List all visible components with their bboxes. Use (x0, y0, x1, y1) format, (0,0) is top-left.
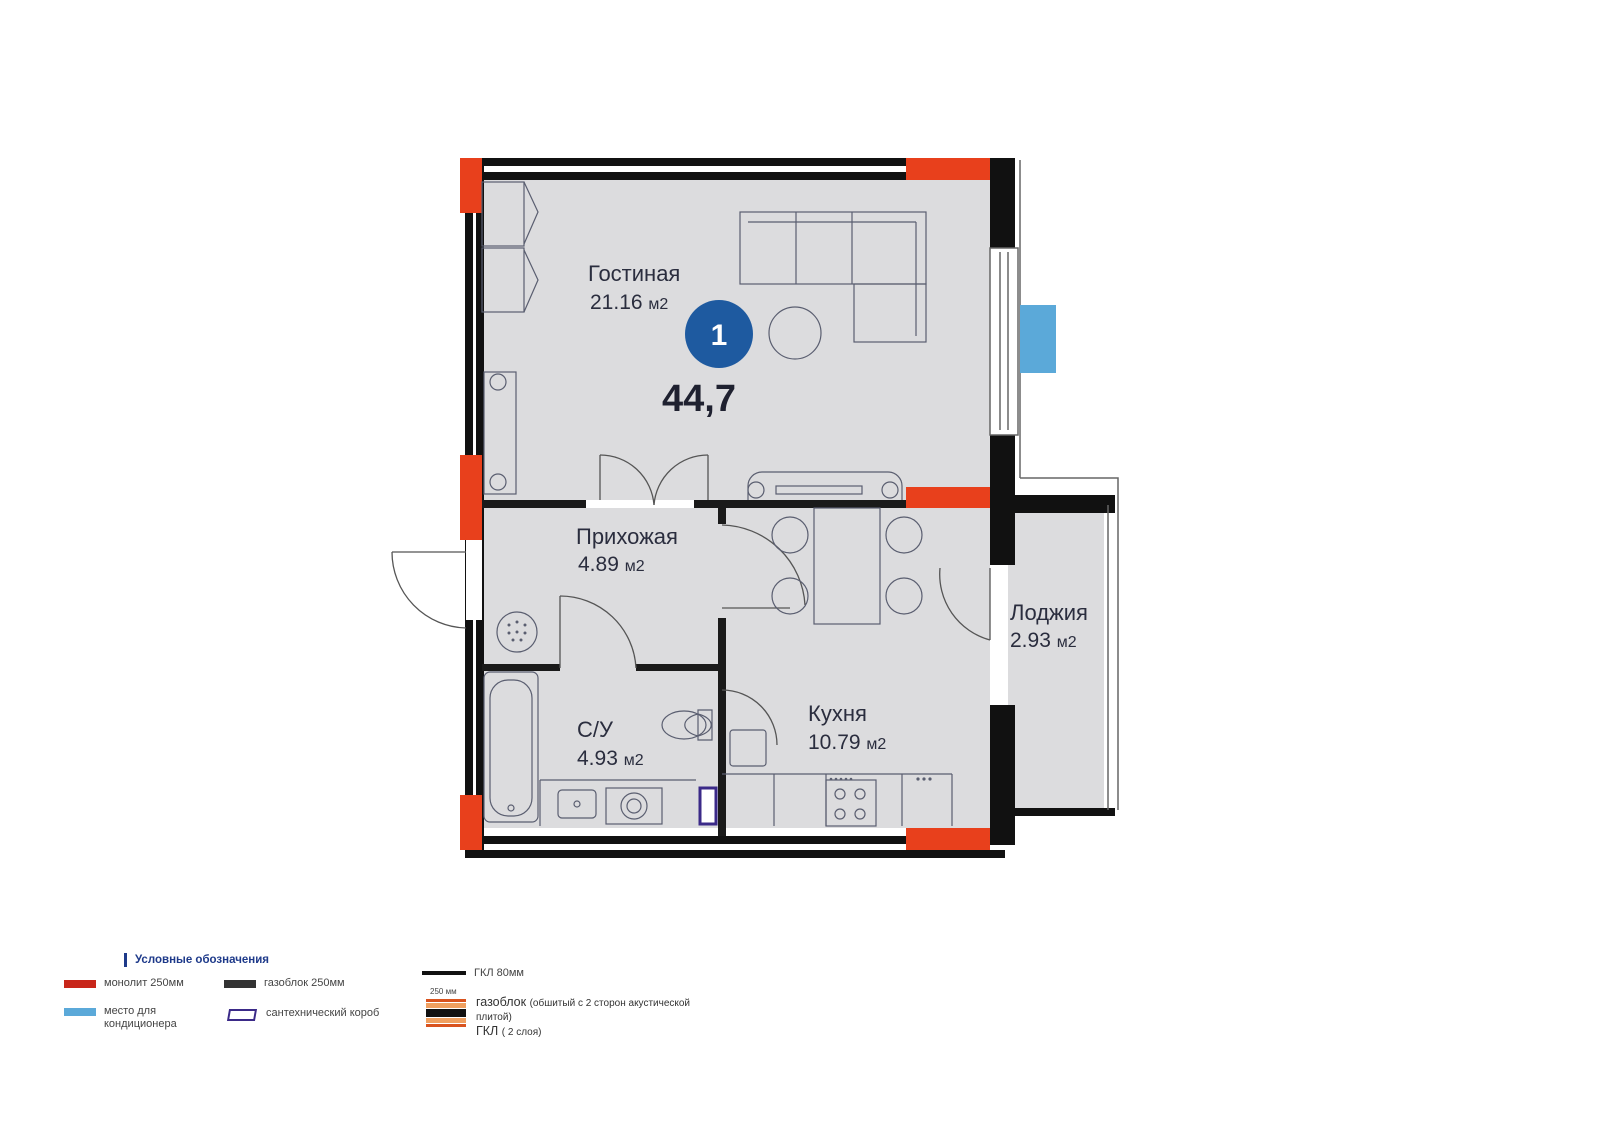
apartment-number-badge (685, 300, 753, 368)
loggia-name: Лоджия (1010, 600, 1088, 625)
loggia-area: 2.93 м2 (1010, 629, 1077, 652)
legend-title: Условные обозначения (124, 953, 269, 967)
plumbing-box (698, 786, 718, 826)
legend-plumbing-label: сантехнический короб (266, 1007, 380, 1019)
living-room-name: Гостиная (588, 261, 680, 286)
tv-console (747, 471, 903, 500)
bathroom-sink (557, 789, 597, 819)
legend: Условные обозначения монолит 250мм газоб… (64, 953, 718, 1075)
hall-floor (482, 508, 722, 668)
armchair (483, 371, 517, 495)
total-area: 44,7 (662, 378, 736, 420)
sandwich-wall-swatch (426, 999, 466, 1027)
hall-round-fixture (496, 611, 538, 653)
legend-gasblock-label: газоблок 250мм (264, 977, 345, 989)
kitchen-sink (729, 729, 767, 767)
legend-sandwich-gkl: ГКЛ (476, 1024, 499, 1038)
legend-sandwich-dim: 250 мм (430, 987, 457, 996)
legend-monolith: монолит 250мм (64, 977, 184, 990)
ac-swatch (64, 1008, 96, 1016)
hall-name: Прихожая (576, 524, 678, 549)
gasblock-swatch (224, 980, 256, 988)
ac-unit-place (1020, 305, 1056, 373)
kitchen-name: Кухня (808, 701, 867, 726)
monolith-elements (460, 158, 990, 850)
loggia-door[interactable] (939, 567, 991, 641)
bathroom-floor (482, 668, 722, 828)
legend-plumbing: сантехнический короб (226, 1007, 380, 1021)
apartment-number: 1 (711, 319, 728, 352)
bathtub (483, 671, 539, 823)
legend-gasblock: газоблок 250мм (224, 977, 345, 990)
kitchen-area: 10.79 м2 (808, 731, 886, 754)
loggia-floor (1008, 508, 1104, 808)
partition-walls (482, 500, 990, 836)
legend-sandwich-note: (обшитый с 2 сторон акустической плитой) (476, 998, 691, 1023)
legend-monolith-label: монолит 250мм (104, 977, 184, 989)
decor-dots (507, 620, 932, 781)
dining-table (813, 507, 881, 625)
bathroom-area: 4.93 м2 (577, 747, 644, 770)
kitchen-floor (722, 508, 990, 828)
sofa (739, 211, 927, 285)
wardrobe (481, 181, 525, 247)
living-room-door[interactable] (599, 454, 709, 506)
legend-sandwich-gkl-note: ( 2 слоя) (501, 1027, 542, 1038)
living-room-area: 21.16 м2 (590, 291, 668, 314)
coffee-table (768, 306, 822, 360)
legend-gkl-label: ГКЛ 80мм (474, 967, 524, 979)
entry-door[interactable] (391, 540, 482, 629)
bathroom-name: С/У (577, 717, 614, 742)
washing-machine (605, 787, 663, 825)
legend-sandwich: газоблок (обшитый с 2 сторон акустическо… (476, 995, 696, 1038)
plumbing-swatch (226, 1009, 258, 1021)
bathroom-door[interactable] (559, 595, 637, 669)
legend-gkl: ГКЛ 80мм (422, 967, 524, 980)
legend-sandwich-main: газоблок (476, 995, 527, 1009)
legend-ac: место для кондиционера (64, 1005, 204, 1031)
floor-areas (482, 180, 1104, 828)
kitchen-inner-door (721, 689, 778, 746)
monolith-swatch (64, 980, 96, 988)
gkl-swatch (422, 971, 466, 975)
furniture (481, 181, 953, 827)
legend-ac-label: место для кондиционера (104, 1005, 177, 1030)
hall-area: 4.89 м2 (578, 553, 645, 576)
